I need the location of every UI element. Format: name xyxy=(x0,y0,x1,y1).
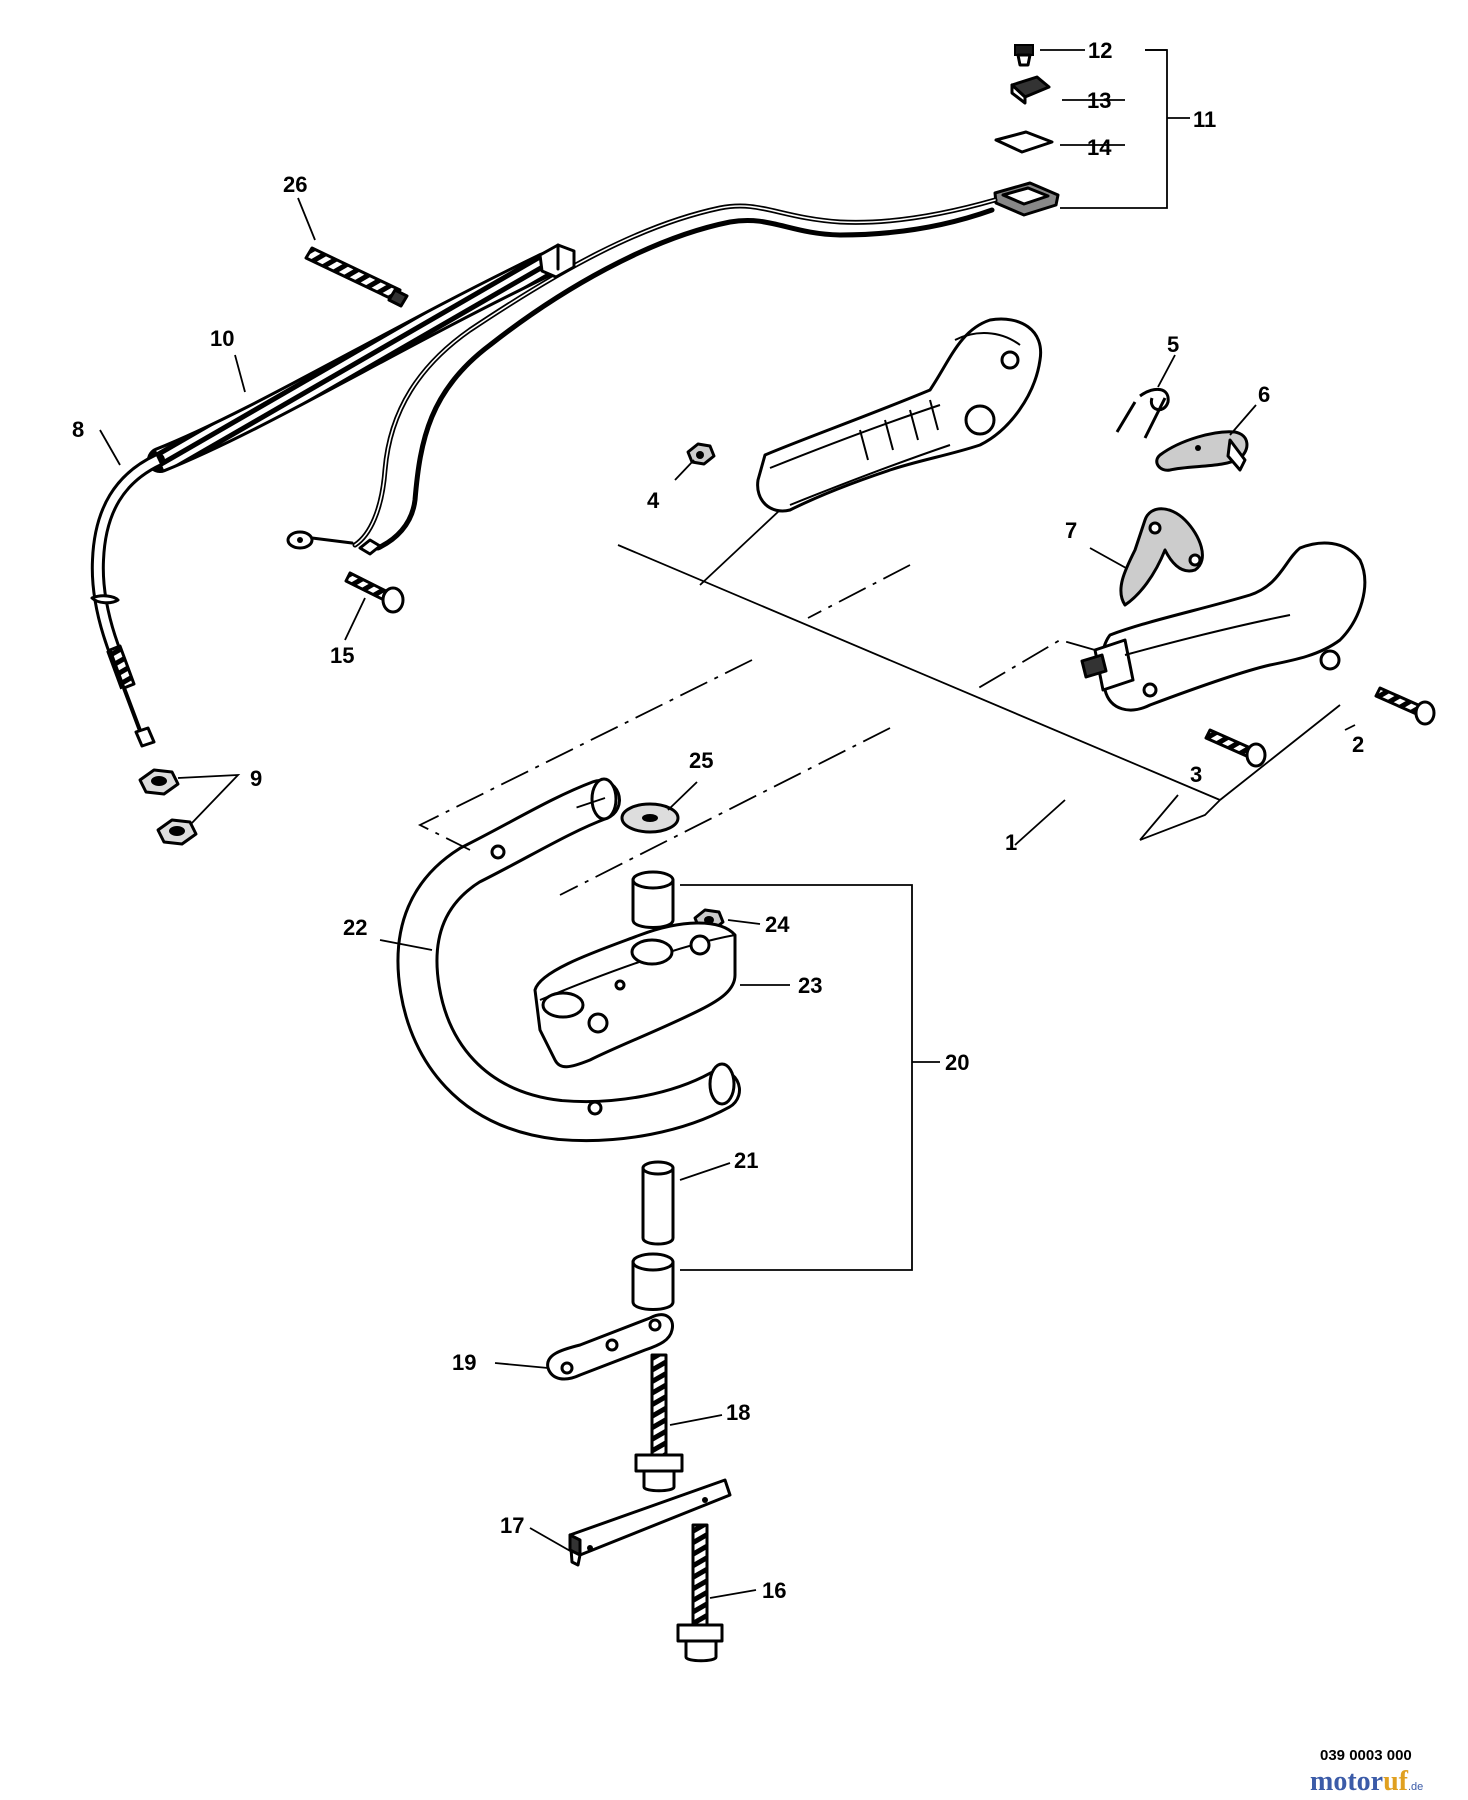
part-3-screw xyxy=(1204,728,1267,768)
callout-3: 3 xyxy=(1190,762,1202,787)
part-15-screw xyxy=(344,571,405,614)
callout-12: 12 xyxy=(1088,38,1112,63)
callout-9: 9 xyxy=(250,766,262,791)
callout-4: 4 xyxy=(647,488,660,513)
part-18-bolt xyxy=(634,1353,684,1493)
part-9-nuts xyxy=(138,768,198,846)
part-19-plate xyxy=(546,1313,675,1381)
callout-26: 26 xyxy=(283,172,307,197)
part-23-clamp-block xyxy=(533,921,737,1069)
callout-14: 14 xyxy=(1087,135,1112,160)
watermark-logo: motoruf.de xyxy=(1310,1766,1423,1797)
part-20-spacer-top xyxy=(631,870,675,929)
part-13-switch-knob xyxy=(1010,75,1051,105)
part-1-handle-left-half xyxy=(756,317,1043,513)
callout-20: 20 xyxy=(945,1050,969,1075)
part-14-switch-plate xyxy=(994,130,1054,154)
part-12-screw xyxy=(1014,44,1034,67)
part-16-bolt xyxy=(676,1523,724,1663)
callout-17: 17 xyxy=(500,1513,524,1538)
callout-23: 23 xyxy=(798,973,822,998)
callout-24: 24 xyxy=(765,912,790,937)
callout-21: 21 xyxy=(734,1148,758,1173)
part-22-loop-handle xyxy=(396,777,741,1143)
assembly-lines xyxy=(417,564,1096,896)
part-5-spring xyxy=(1115,387,1170,439)
callout-25: 25 xyxy=(689,748,713,773)
callout-2: 2 xyxy=(1352,732,1364,757)
callout-13: 13 xyxy=(1087,88,1111,113)
part-26-cable-tie xyxy=(304,246,409,308)
callout-15: 15 xyxy=(330,643,354,668)
part-11-switch-assembly xyxy=(993,181,1060,217)
stop-switch-wire xyxy=(286,197,998,556)
callout-18: 18 xyxy=(726,1400,750,1425)
watermark-suffix: .de xyxy=(1408,1781,1423,1793)
watermark-brand-a: motor xyxy=(1310,1766,1383,1797)
part-2-screw xyxy=(1374,686,1436,726)
callout-19: 19 xyxy=(452,1350,476,1375)
callout-16: 16 xyxy=(762,1578,786,1603)
callout-labels: 1 2 3 4 5 6 7 8 9 10 11 12 13 14 15 16 1… xyxy=(72,38,1364,1603)
callout-8: 8 xyxy=(72,417,84,442)
svg-text:motoruf.de: motoruf.de xyxy=(1310,1766,1423,1797)
part-20-spacer-bottom xyxy=(631,1252,675,1311)
callout-22: 22 xyxy=(343,915,367,940)
leader-lines xyxy=(99,49,1356,1599)
part-25-washer xyxy=(620,802,680,834)
callout-1: 1 xyxy=(1005,830,1017,855)
part-6-lockout-lever xyxy=(1155,430,1249,472)
part-10-throttle-cable xyxy=(147,243,576,473)
part-8-cable-end xyxy=(90,453,165,748)
callout-7: 7 xyxy=(1065,518,1077,543)
callout-10: 10 xyxy=(210,326,234,351)
callout-6: 6 xyxy=(1258,382,1270,407)
watermark-brand-b: uf xyxy=(1383,1766,1409,1797)
drawing-number: 039 0003 000 xyxy=(1320,1747,1412,1764)
part-7-throttle-trigger xyxy=(1119,507,1204,607)
part-17-bracket xyxy=(568,1478,732,1567)
part-21-sleeve xyxy=(641,1160,675,1246)
callout-11: 11 xyxy=(1193,107,1216,132)
part-1-handle-right-half xyxy=(1080,541,1367,712)
callout-5: 5 xyxy=(1167,332,1179,357)
